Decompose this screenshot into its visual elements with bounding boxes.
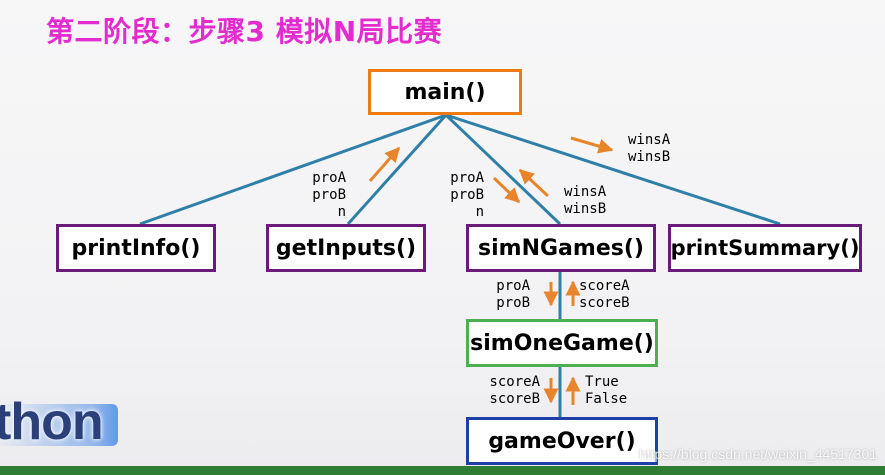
label-simngames-outputs: winsA winsB: [564, 184, 607, 217]
logo-text: thon: [0, 398, 104, 451]
node-main: main(): [368, 69, 522, 115]
watermark: https://blog.csdn.net/weixin_44517301: [638, 446, 877, 462]
label-simngames-inputs: proA proB n: [450, 170, 484, 220]
label-getinputs-outputs: proA proB n: [312, 170, 346, 220]
edge-main-printsummary: [445, 113, 781, 226]
node-gameover: gameOver(): [466, 417, 658, 465]
label-printsummary-inputs: winsA winsB: [628, 132, 671, 165]
python-logo: thon: [0, 398, 122, 452]
node-printinfo: printInfo(): [56, 224, 216, 272]
node-simngames: simNGames(): [466, 224, 656, 272]
edge-main-printinfo: [139, 113, 447, 226]
arrow-main-to-simngames: [492, 176, 521, 204]
node-getinputs: getInputs(): [266, 224, 426, 272]
label-gameover-outputs: True False: [585, 374, 628, 407]
label-simonegame-inputs: proA proB: [496, 278, 530, 311]
bottom-bar: [0, 466, 885, 475]
arrow-main-to-printsummary: [570, 136, 614, 154]
slide-title: 第二阶段：步骤3 模拟N局比赛: [46, 15, 443, 48]
node-printsummary: printSummary(): [668, 224, 862, 272]
label-gameover-inputs: scoreA scoreB: [489, 374, 540, 407]
logo-accent-bar: [0, 404, 118, 446]
edge-main-simngames: [444, 113, 562, 226]
edge-main-getinputs: [346, 113, 448, 226]
arrow-getinputs-to-main: [368, 146, 401, 182]
node-simonegame: simOneGame(): [466, 319, 658, 367]
label-simonegame-outputs: scoreA scoreB: [579, 278, 630, 311]
arrow-simngames-to-main: [518, 168, 550, 198]
